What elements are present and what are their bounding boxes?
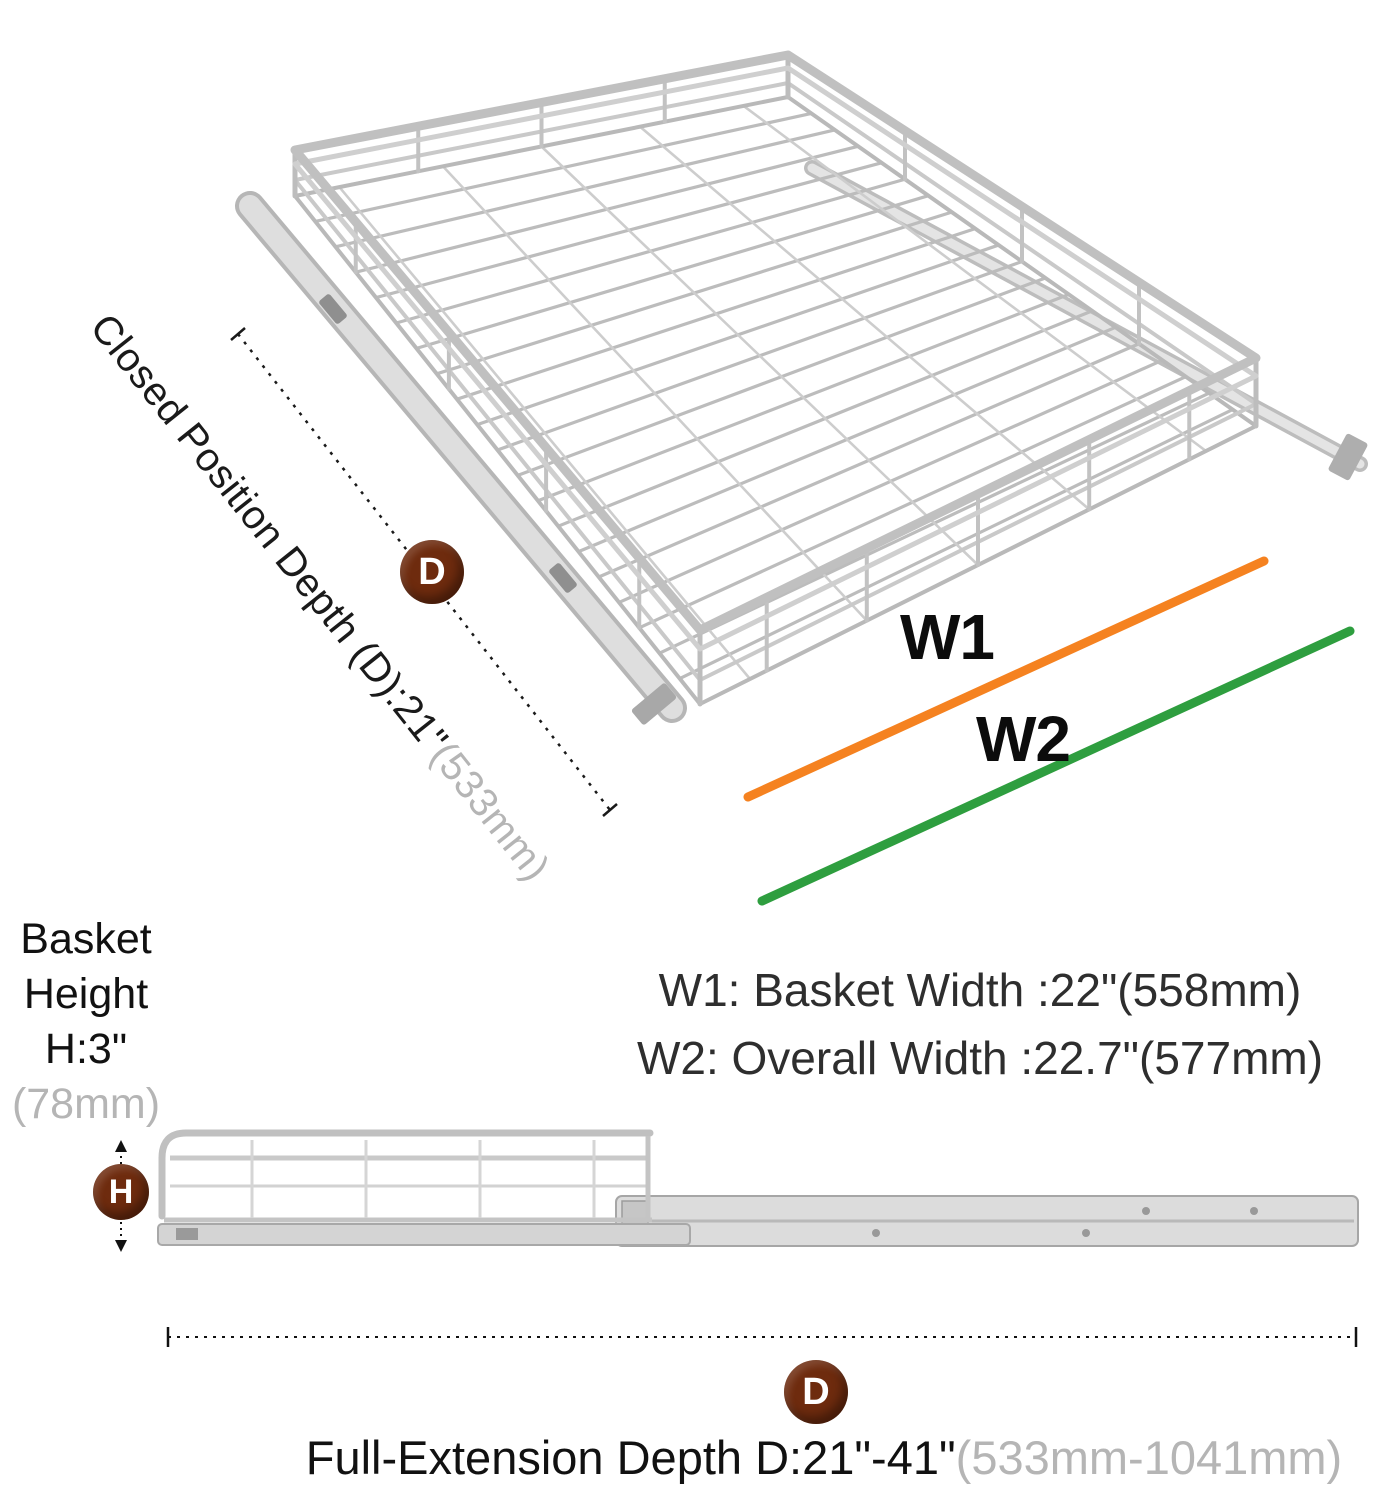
extension-caption: Full-Extension Depth D:21"-41"(533mm-104… [270, 1430, 1378, 1485]
w2-caption: W2: Overall Width :22.7"(577mm) [636, 1032, 1324, 1084]
height-note-line3: H:3" [44, 1025, 128, 1073]
extension-depth-dimension-line [166, 1327, 1358, 1347]
depth-badge: D [400, 540, 464, 604]
w2-tag: W2 [976, 703, 1071, 775]
basket-perspective-drawing [235, 50, 1368, 725]
basket-height-note: Basket Height H:3" (78mm) [0, 912, 172, 1132]
extension-caption-text: Full-Extension Depth D:21"-41" [305, 1431, 956, 1484]
extension-depth-badge: D [784, 1360, 848, 1424]
height-note-line2: Height [23, 970, 149, 1018]
w1-caption: W1: Basket Width :22"(558mm) [658, 964, 1302, 1016]
w2-width-line [757, 626, 1355, 906]
width-captions: W1: Basket Width :22"(558mm) W2: Overall… [560, 956, 1378, 1092]
height-note-line1: Basket [20, 915, 152, 963]
basket-slide-rail [157, 1223, 691, 1246]
extension-caption-metric: (533mm-1041mm) [955, 1431, 1343, 1484]
w1-width-line [743, 556, 1269, 802]
basket-side-profile [158, 1129, 654, 1220]
side-view-drawing [157, 1129, 1359, 1247]
height-dimension-arrow [115, 1140, 127, 1252]
w1-tag: W1 [900, 601, 995, 673]
height-badge: H [93, 1164, 149, 1220]
height-note-metric: (78mm) [11, 1080, 161, 1128]
